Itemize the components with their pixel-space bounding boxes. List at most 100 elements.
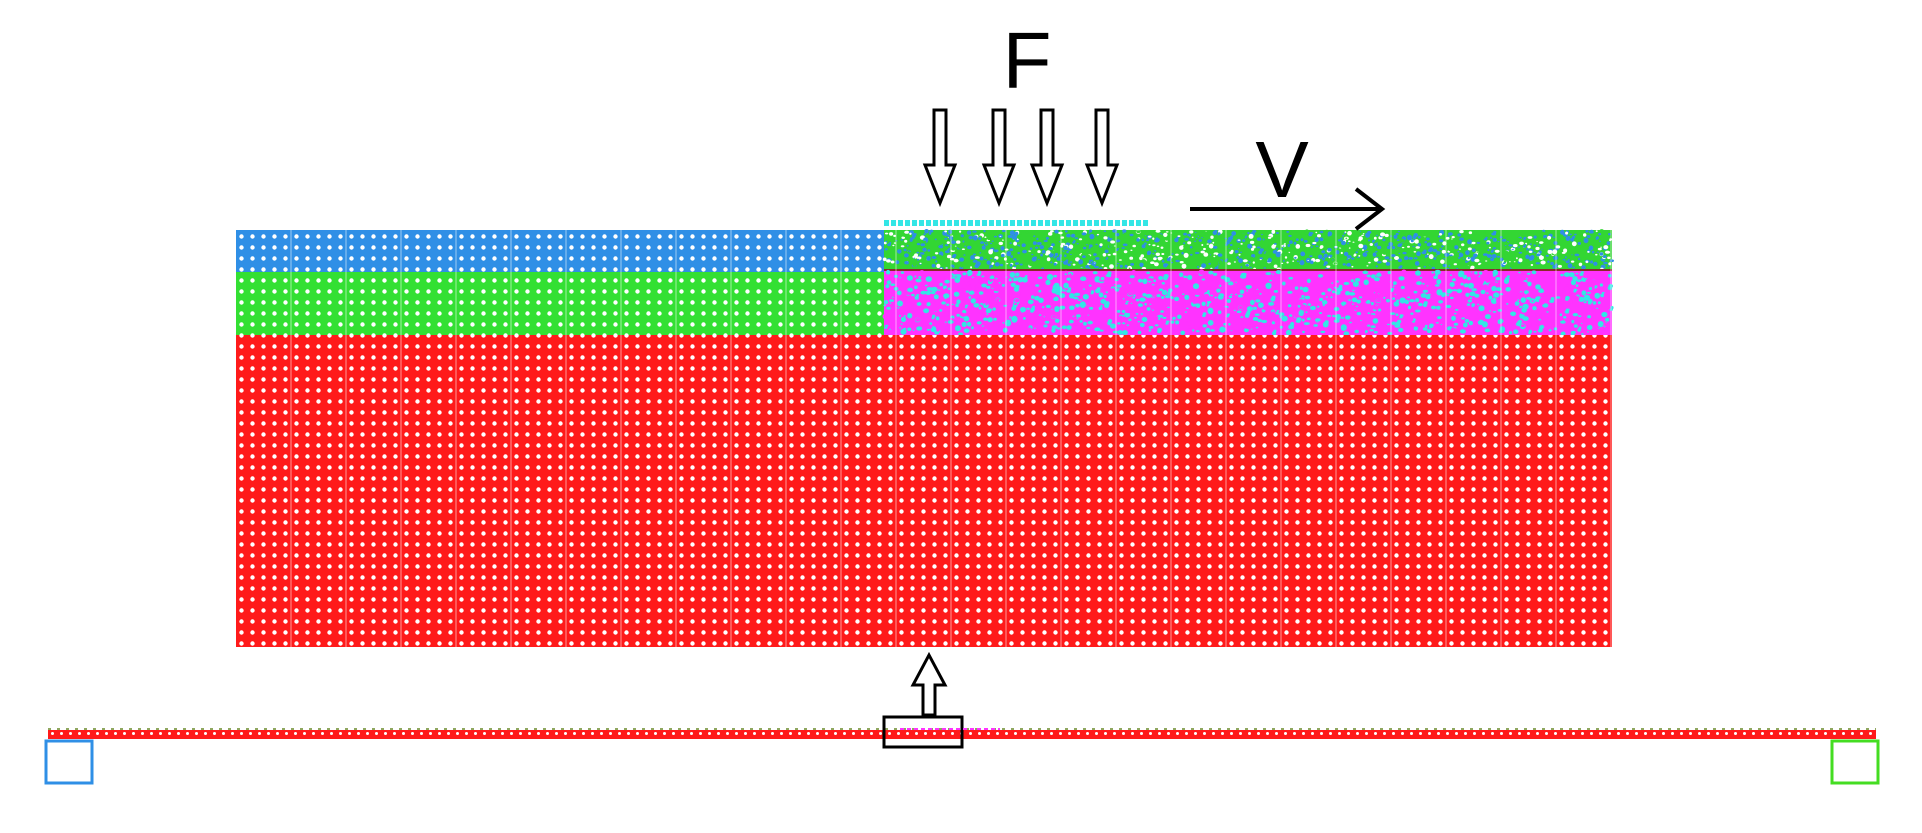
particle-speck <box>1313 324 1318 327</box>
particle-speck <box>1265 282 1272 289</box>
particle-speck <box>1032 305 1036 308</box>
particle-speck <box>940 293 944 297</box>
particle-speck <box>906 244 909 247</box>
particle-speck <box>1564 310 1570 314</box>
particle-speck <box>1388 242 1394 247</box>
particle-speck <box>1152 251 1156 254</box>
particle-speck <box>1068 319 1074 324</box>
particle-speck <box>1609 308 1613 311</box>
particle-speck <box>945 267 948 269</box>
particle-speck <box>1439 239 1444 243</box>
particle-speck <box>923 308 930 314</box>
particle-speck <box>1307 329 1311 332</box>
particle-speck <box>1152 295 1155 298</box>
particle-speck <box>1085 253 1087 255</box>
particle-speck <box>1585 230 1589 233</box>
particle-speck <box>1247 253 1250 257</box>
particle-speck <box>1478 240 1481 243</box>
particle-speck <box>1139 297 1146 302</box>
particle-speck <box>909 238 913 242</box>
particle-speck <box>1160 310 1164 313</box>
particle-speck <box>1152 237 1155 240</box>
particle-speck <box>1538 318 1541 321</box>
particle-speck <box>1165 322 1169 325</box>
particle-speck <box>1465 260 1468 263</box>
particle-speck <box>1115 232 1120 237</box>
particle-speck <box>1362 244 1368 250</box>
particle-speck <box>1201 237 1204 239</box>
particle-speck <box>1407 296 1411 299</box>
particle-speck <box>1605 317 1610 322</box>
particle-speck <box>935 260 938 263</box>
particle-speck <box>1276 309 1280 312</box>
particle-speck <box>1040 253 1043 257</box>
particle-speck <box>1192 283 1200 290</box>
particle-speck <box>1438 300 1444 304</box>
particle-speck <box>1347 230 1352 236</box>
particle-speck <box>1301 295 1305 298</box>
particle-speck <box>965 304 969 307</box>
particle-speck <box>1599 229 1604 233</box>
particle-speck <box>1251 324 1255 327</box>
particle-speck <box>964 306 968 309</box>
particle-speck <box>1088 244 1093 248</box>
down-arrow-icon <box>1084 108 1120 208</box>
particle-speck <box>1570 260 1575 263</box>
particle-speck <box>1581 265 1586 270</box>
particle-speck <box>1233 238 1236 241</box>
particle-speck <box>1126 288 1129 291</box>
particle-speck <box>1037 250 1041 254</box>
particle-speck <box>1250 299 1255 305</box>
particle-speck <box>1454 245 1459 250</box>
particle-speck <box>1060 236 1065 239</box>
particle-speck <box>1260 314 1263 317</box>
particle-speck <box>1566 284 1569 287</box>
particle-speck <box>1403 276 1410 282</box>
particle-speck <box>1499 326 1506 332</box>
particle-speck <box>1443 328 1446 330</box>
particle-speck <box>1346 262 1351 267</box>
particle-speck <box>1506 275 1510 278</box>
particle-speck <box>1008 278 1013 282</box>
particle-speck <box>1538 297 1546 305</box>
particle-speck <box>1467 276 1471 281</box>
particle-speck <box>931 263 936 268</box>
particle-speck <box>1599 252 1604 256</box>
particle-speck <box>1328 256 1331 259</box>
particle-speck <box>1440 324 1443 326</box>
particle-speck <box>1306 307 1310 311</box>
particle-speck <box>1382 238 1386 242</box>
particle-speck <box>1485 260 1488 262</box>
particle-speck <box>948 247 951 250</box>
particle-speck <box>1604 250 1611 254</box>
particle-speck <box>1067 263 1071 267</box>
particle-speck <box>1013 258 1017 261</box>
particle-speck <box>1233 273 1236 276</box>
particle-speck <box>1347 240 1351 242</box>
particle-speck <box>1465 250 1470 256</box>
particle-speck <box>1452 289 1458 292</box>
particle-speck <box>1337 239 1343 242</box>
particle-speck <box>970 255 975 260</box>
particle-speck <box>1429 311 1434 314</box>
particle-speck <box>1236 310 1242 314</box>
particle-speck <box>1497 319 1504 324</box>
particle-speck <box>1021 310 1023 313</box>
particle-speck <box>1324 320 1329 324</box>
particle-speck <box>1350 279 1355 283</box>
particle-speck <box>1066 265 1070 268</box>
particle-speck <box>1546 311 1549 313</box>
particle-speck <box>987 309 991 312</box>
particle-speck <box>968 296 972 299</box>
particle-speck <box>1431 271 1434 274</box>
particle-speck <box>916 302 922 306</box>
particle-speck <box>952 270 959 275</box>
particle-speck <box>1588 245 1594 251</box>
particle-speck <box>941 236 944 238</box>
particle-speck <box>1402 317 1407 322</box>
particle-speck <box>1513 244 1518 248</box>
particle-speck <box>1291 330 1297 336</box>
particle-speck <box>1000 253 1005 258</box>
particle-speck <box>970 290 974 293</box>
left-middle-layer <box>236 272 884 335</box>
